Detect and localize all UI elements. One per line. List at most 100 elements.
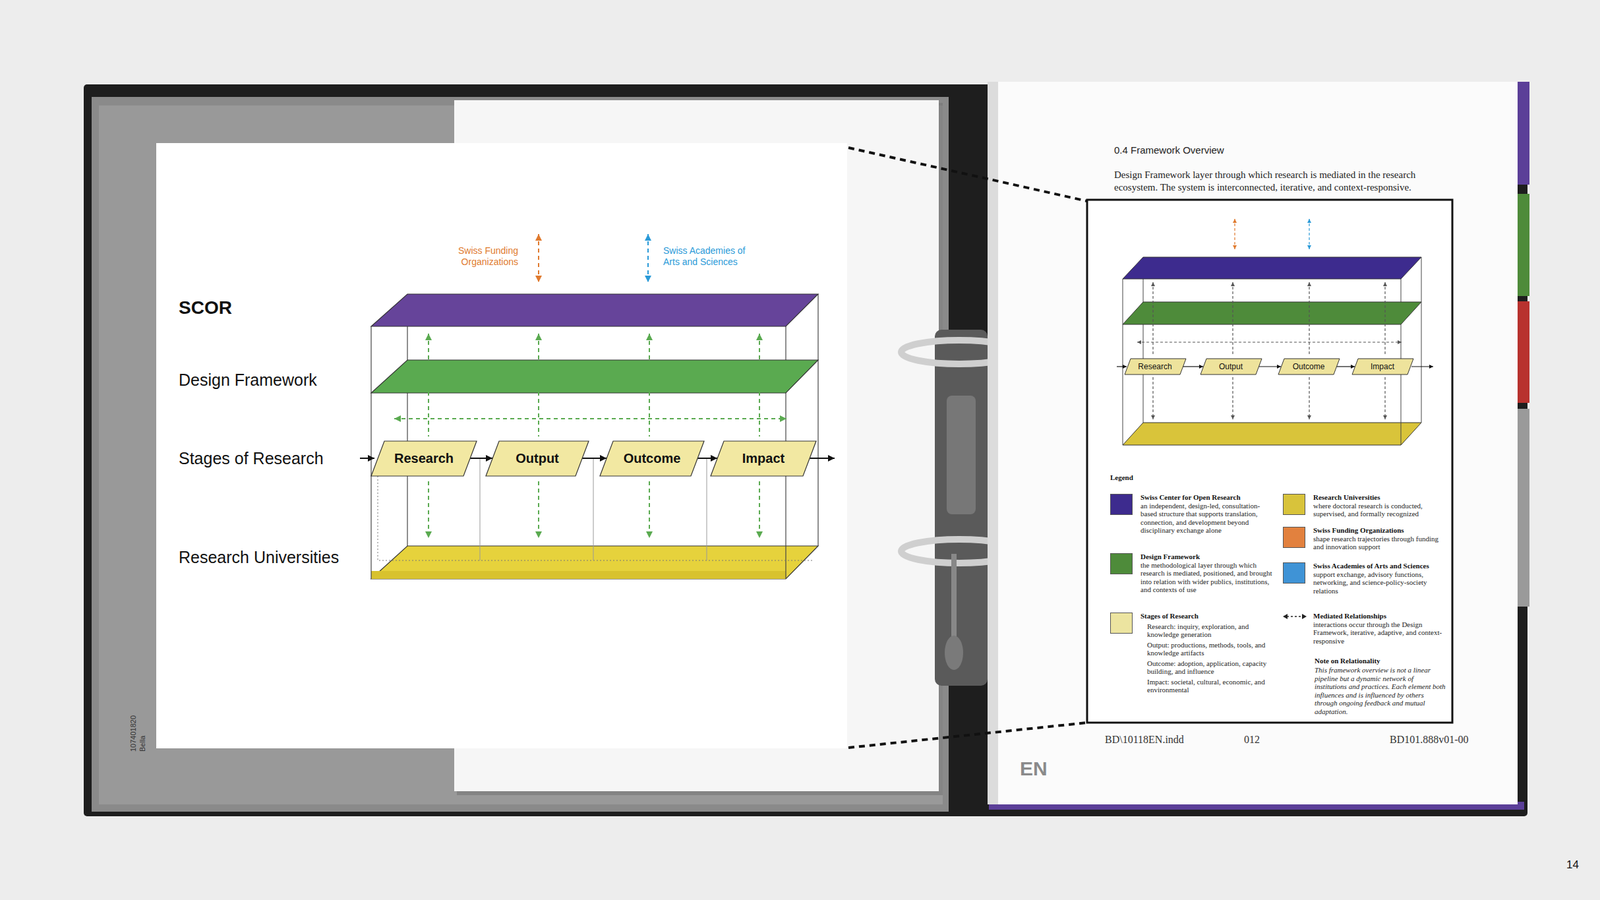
legend-heading: Legend — [1110, 473, 1134, 482]
binder-inner-left — [91, 96, 949, 812]
framework-illustration-small — [1116, 218, 1434, 445]
legend-title: Research Universities — [1313, 493, 1446, 502]
academies-label: Swiss Academies of Arts and Sciences — [663, 245, 763, 268]
legend-title: Mediated Relationships — [1313, 611, 1446, 621]
stage-parallelogram: Research — [1124, 358, 1186, 375]
spine-label: Bella — [138, 735, 148, 752]
layer-label: Stages of Research — [178, 447, 324, 469]
enlarged-card — [156, 143, 848, 749]
legend-text-block: Design Frameworkthe methodological layer… — [1140, 552, 1276, 594]
slide-number: 14 — [1566, 858, 1579, 872]
stage-label: Outcome — [623, 450, 682, 467]
legend-description: the methodological layer through which r… — [1140, 561, 1276, 594]
stage-text-wrap: Research — [1124, 358, 1186, 375]
legend-swatch — [1282, 526, 1306, 548]
stage-parallelogram: Outcome — [599, 441, 705, 476]
page-tab — [1516, 81, 1530, 185]
binder-inner-panel — [98, 105, 943, 805]
stage-text-wrap: Outcome — [1278, 358, 1340, 375]
legend-entry: Swiss Center for Open Researchan indepen… — [1110, 493, 1276, 535]
flow-connector — [1258, 365, 1281, 367]
zoom-leader-line — [848, 722, 1088, 748]
ring-lever — [951, 553, 957, 647]
stage-parallelogram: Research — [371, 441, 477, 476]
zoom-leader-line — [848, 147, 1088, 202]
page-tab — [1516, 408, 1530, 607]
spine-label: 107401820 — [129, 715, 138, 752]
legend-description: Output: productions, methods, tools, and… — [1147, 640, 1276, 658]
legend-title: Swiss Center for Open Research — [1140, 493, 1276, 502]
legend-description: shape research trajectories through fund… — [1313, 534, 1446, 552]
stage-parallelogram: Output — [485, 441, 589, 476]
language-tag: EN — [1019, 756, 1048, 781]
parallelogram-shape — [371, 441, 477, 476]
legend-title: Swiss Academies of Arts and Sciences — [1313, 561, 1446, 571]
parallelogram-shape — [1124, 358, 1186, 375]
arrow-head — [1302, 613, 1307, 620]
stage-label: Impact — [1370, 361, 1395, 372]
stage-label: Outcome — [1292, 361, 1326, 372]
flow-connector — [1336, 365, 1355, 367]
stage-label: Output — [1218, 361, 1243, 372]
legend-text-block: Research Universitieswhere doctoral rese… — [1313, 493, 1446, 519]
legend-swatch — [1282, 493, 1306, 515]
legend-text-block: Mediated Relationshipsinteractions occur… — [1313, 611, 1446, 645]
stage-label: Research — [394, 450, 454, 467]
note-heading: Note on Relationality — [1314, 656, 1447, 666]
page-gutter-shade — [987, 81, 999, 805]
stage-text-wrap: Impact — [710, 441, 817, 476]
legend-swatch — [1282, 562, 1306, 584]
flow-connector — [470, 457, 493, 459]
parallelogram-shape — [710, 441, 817, 476]
legend-text-block: Swiss Academies of Arts and Sciencessupp… — [1313, 561, 1446, 595]
legend-dashed-arrow-sample — [1282, 612, 1307, 621]
stage-text-wrap: Outcome — [599, 441, 705, 476]
flow-connector — [1182, 365, 1204, 367]
stage-text-wrap: Output — [485, 441, 589, 476]
parallelogram-shape — [1200, 358, 1262, 375]
stage-label: Output — [515, 450, 560, 467]
arrow-head — [1282, 613, 1288, 620]
legend-entry: Research Universitieswhere doctoral rese… — [1282, 493, 1446, 519]
stage-parallelogram: Outcome — [1278, 358, 1340, 375]
stage-parallelogram: Impact — [710, 441, 817, 476]
stage-text-wrap: Impact — [1352, 358, 1414, 375]
legend-entry: Mediated Relationshipsinteractions occur… — [1282, 611, 1446, 645]
parallelogram-shape — [1352, 358, 1414, 375]
parallelogram-shape — [485, 441, 589, 476]
section-title: 0.4 Framework Overview — [1114, 143, 1225, 157]
intro-text: Design Framework layer through which res… — [1114, 168, 1448, 194]
legend-description: interactions occur through the Design Fr… — [1313, 620, 1446, 646]
footer-page-number: 012 — [1244, 733, 1260, 746]
stage-text-wrap: Research — [371, 441, 477, 476]
note-text: This framework overview is not a linear … — [1314, 665, 1447, 716]
legend-title: Stages of Research — [1140, 611, 1276, 621]
legend-entry: Swiss Funding Organizationsshape researc… — [1282, 526, 1446, 552]
stage-label: Impact — [742, 450, 785, 467]
footer-code: BD101.888v01-00 — [1389, 733, 1469, 746]
funding-org-label: Swiss Funding Organizations — [442, 245, 519, 268]
flow-connector — [697, 457, 718, 459]
legend-description: support exchange, advisory functions, ne… — [1313, 570, 1446, 596]
legend-entry: Swiss Academies of Arts and Sciencessupp… — [1282, 561, 1446, 595]
legend-title: Swiss Funding Organizations — [1313, 526, 1446, 535]
stage-parallelogram: Impact — [1352, 358, 1414, 375]
legend-description: Outcome: adoption, application, capacity… — [1147, 659, 1276, 676]
parallelogram-shape — [1278, 358, 1340, 375]
legend-description: Impact: societal, cultural, economic, an… — [1147, 677, 1276, 695]
framework-illustration-large — [359, 234, 835, 579]
ring-plate-detail — [946, 395, 976, 515]
ring-plate — [934, 329, 988, 686]
legend-description: Research: inquiry, exploration, and know… — [1147, 622, 1276, 639]
stage-parallelogram: Output — [1200, 358, 1262, 375]
legend-text-block: Swiss Center for Open Researchan indepen… — [1140, 493, 1276, 535]
legend-title: Design Framework — [1140, 552, 1276, 562]
parallelogram-shape — [599, 441, 705, 476]
layer-label: Research Universities — [178, 546, 339, 568]
legend-description: where doctoral research is conducted, su… — [1313, 501, 1446, 519]
stage-label: Research — [1137, 361, 1172, 372]
legend-description: an independent, design-led, consultation… — [1140, 501, 1276, 535]
legend-swatch — [1110, 612, 1133, 634]
right-page — [987, 81, 1518, 805]
